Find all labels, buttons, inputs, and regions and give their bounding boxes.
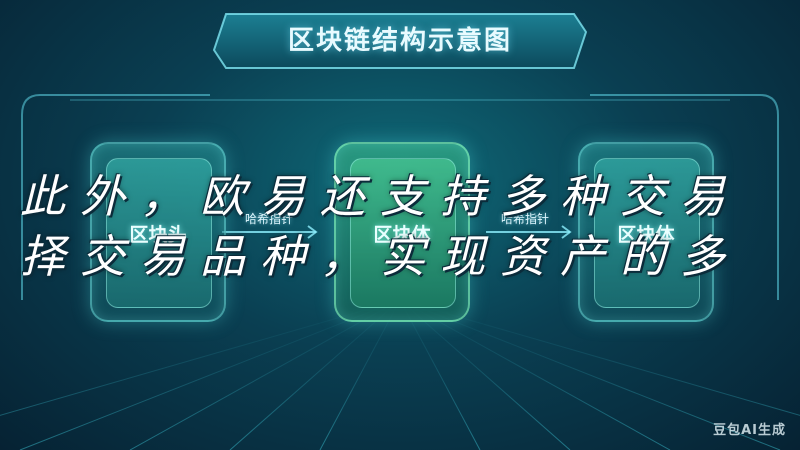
block-body-right-inner bbox=[594, 158, 700, 308]
block-body-right-label: 区块体 bbox=[617, 224, 675, 246]
hash-pointer-label-right: 哈希指针 bbox=[500, 212, 549, 226]
overlay-text-line-1: 此外，欧易还支持多种交易 bbox=[20, 170, 741, 223]
page-title: 区块链结构示意图 bbox=[287, 26, 512, 56]
block-body-center-label: 区块体 bbox=[373, 224, 431, 246]
hash-pointer-arrows bbox=[222, 225, 572, 239]
title-plate bbox=[212, 13, 588, 69]
block-header-inner bbox=[106, 158, 212, 308]
overlay-text-line-2: 择交易品种，实现资产的多 bbox=[20, 230, 741, 283]
hash-pointer-label-left: 哈希指针 bbox=[244, 212, 293, 226]
block-body-center: 区块体 bbox=[334, 142, 470, 322]
ai-watermark: 豆包AI生成 bbox=[713, 423, 786, 438]
block-header: 区块头 bbox=[90, 142, 226, 322]
block-body-right: 区块体 bbox=[578, 142, 714, 322]
block-body-center-inner bbox=[350, 158, 456, 308]
block-header-label: 区块头 bbox=[129, 224, 187, 246]
